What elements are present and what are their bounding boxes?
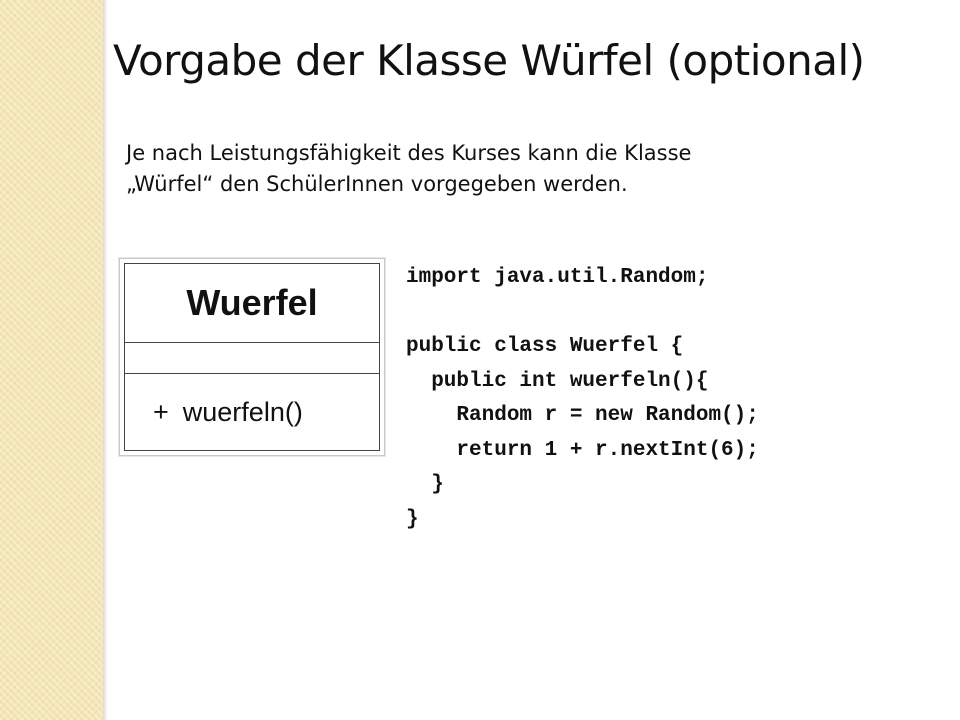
uml-attributes-compartment xyxy=(125,343,379,374)
uml-methods-compartment: + wuerfeln() xyxy=(125,374,379,450)
intro-line-1: Je nach Leistungsfähigkeit des Kurses ka… xyxy=(126,141,692,165)
uml-class-diagram: Wuerfel + wuerfeln() xyxy=(119,258,385,456)
code-line: return 1 + r.nextInt(6); xyxy=(406,438,759,462)
uml-method: wuerfeln() xyxy=(182,396,303,427)
code-line: } xyxy=(406,473,444,496)
decorative-side-strip xyxy=(0,0,103,720)
uml-class-box: Wuerfel + wuerfeln() xyxy=(124,263,380,451)
code-block: import java.util.Random; public class Wu… xyxy=(406,261,759,537)
uml-class-name-compartment: Wuerfel xyxy=(125,264,379,343)
code-line: Random r = new Random(); xyxy=(406,404,759,427)
intro-line-2: „Würfel“ den SchülerInnen vorgegeben wer… xyxy=(126,172,628,196)
code-line: public int wuerfeln(){ xyxy=(406,369,709,393)
uml-class-name: Wuerfel xyxy=(186,282,318,323)
intro-text: Je nach Leistungsfähigkeit des Kurses ka… xyxy=(126,138,846,200)
code-line xyxy=(406,296,759,331)
code-line: } xyxy=(406,507,419,531)
code-line: import java.util.Random; xyxy=(406,266,709,289)
slide-title: Vorgabe der Klasse Würfel (optional) xyxy=(113,36,865,85)
uml-method-visibility: + xyxy=(153,396,169,427)
code-line: public class Wuerfel { xyxy=(406,335,684,358)
side-strip-shadow xyxy=(103,0,108,720)
